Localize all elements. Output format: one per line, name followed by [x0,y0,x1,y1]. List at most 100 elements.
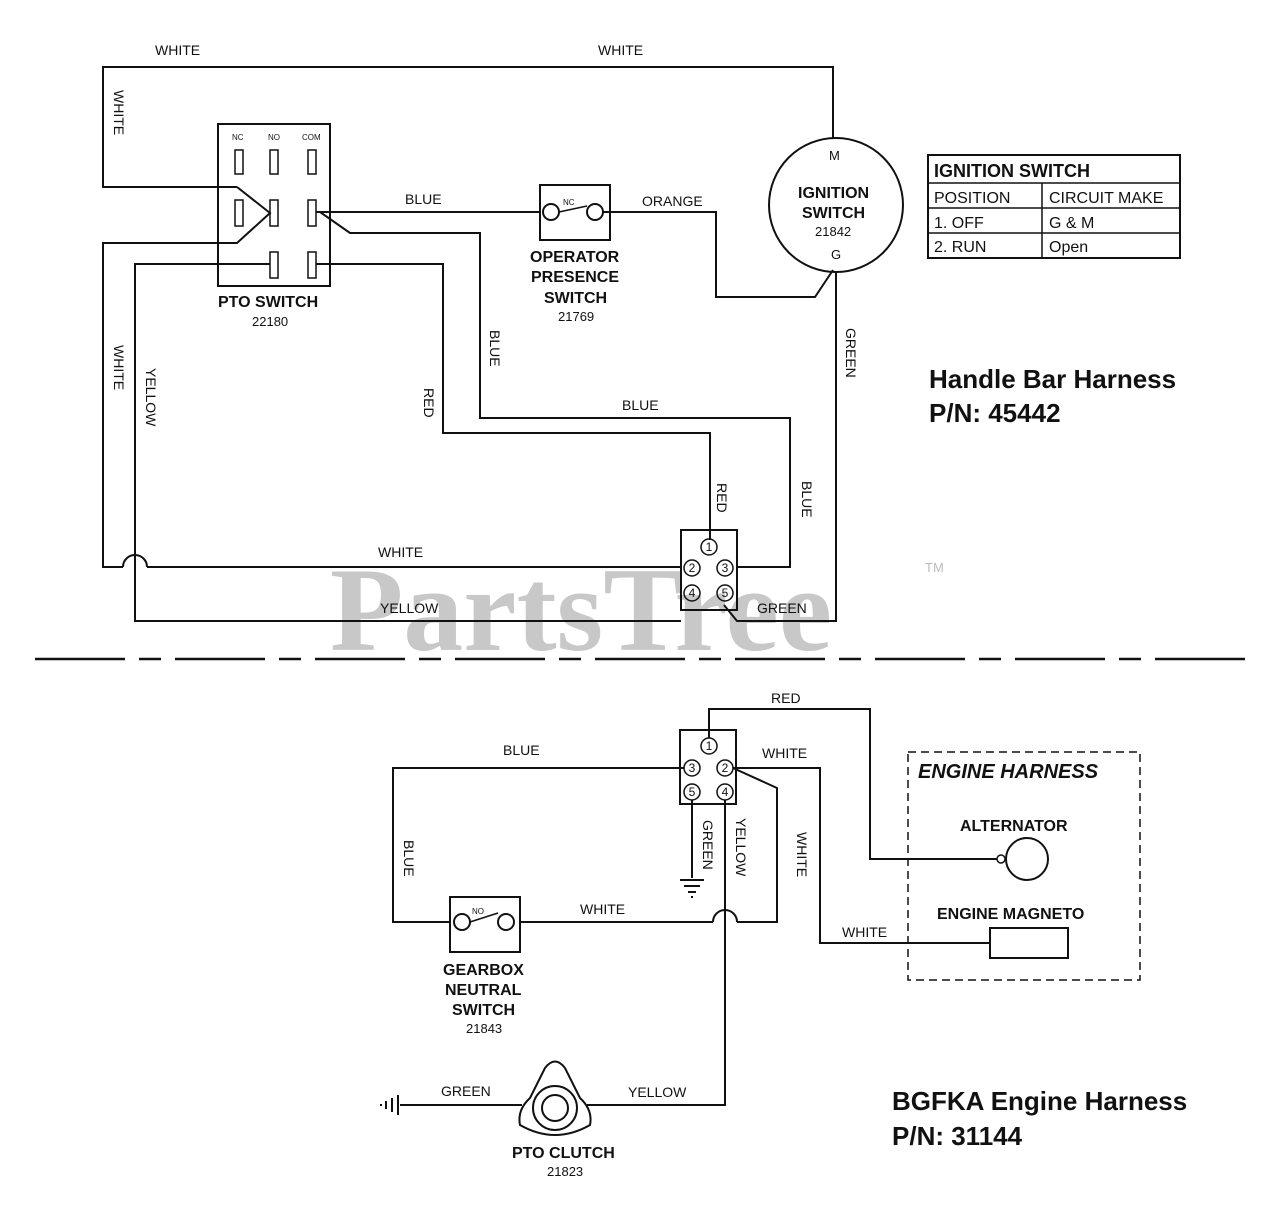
wire-label: WHITE [794,832,810,877]
handlebar-pn: P/N: 45442 [929,398,1061,428]
wire-yellow [134,263,681,622]
table-cell: 2. RUN [934,239,986,256]
ignition-g: G [831,247,841,262]
wire-label: RED [421,388,437,418]
ignition-table: IGNITION SWITCH POSITION CIRCUIT MAKE 1.… [927,154,1181,259]
wire-label: WHITE [378,544,423,560]
wire-label: WHITE [580,901,625,917]
ops-body [539,184,611,241]
engine-pn: P/N: 31144 [892,1121,1023,1151]
wire-green [723,272,837,622]
ignition-m: M [829,148,840,163]
table-border [927,154,1181,259]
pin-label: 3 [722,561,729,575]
watermark: PartsTree [330,543,832,676]
table-header: CIRCUIT MAKE [1049,190,1163,207]
wire-blue [392,767,684,923]
wire-blue-long [319,211,791,568]
engine-harness-box [907,751,1141,981]
wire-label: BLUE [799,481,815,518]
wire-label: BLUE [487,330,503,367]
wire-red [708,708,1000,860]
wire-label: GREEN [757,600,807,616]
wire-label: WHITE [842,924,887,940]
gearbox-switch-body [449,896,521,953]
conn-pin-2 [683,559,701,577]
ops-contact [542,203,560,221]
wire-label: WHITE [762,745,807,761]
ops-part: 21769 [558,309,594,324]
engine-title: BGFKA Engine Harness [892,1086,1187,1116]
pin-label: 4 [722,785,729,799]
pto-com-label: COM [302,133,321,142]
conn-pin-5 [716,584,734,602]
wire-label: YELLOW [733,818,749,877]
wire-white-mag [733,767,990,944]
pto-clutch-body [518,1060,592,1136]
wire-white-top [102,66,834,188]
watermark-tm: TM [925,560,944,575]
wire-label: GREEN [700,820,716,870]
pin-label: 2 [722,761,729,775]
pin-label: 3 [689,761,696,775]
gearbox-no-label: NO [472,907,484,916]
gearbox-lever [469,912,499,923]
gearbox-line1: GEARBOX [443,962,524,979]
wire-label: GREEN [441,1083,491,1099]
table-title: IGNITION SWITCH [934,161,1090,181]
pin-label: 1 [706,540,713,554]
pto-clutch-inner-ring [541,1094,569,1122]
alternator-label: ALTERNATOR [960,818,1068,835]
ops-lever [558,205,588,213]
gearbox-part: 21843 [466,1021,502,1036]
ops-line2: PRESENCE [531,269,619,286]
pto-switch-name: PTO SWITCH [218,294,318,311]
engine-harness: 1 2 3 4 5 NO GEARBOX NEUTRAL SWITCH 2184… [380,690,1187,1179]
wire-label: WHITE [598,42,643,58]
wire-label: GREEN [843,328,859,378]
handlebar-connector [680,529,738,611]
wire-label: ORANGE [642,193,703,209]
gearbox-contact [453,913,471,931]
wire-white-vert [732,767,778,923]
wire-label: RED [771,690,801,706]
table-cell: G & M [1049,215,1094,232]
alternator-symbol [1005,837,1049,881]
wire-label: WHITE [111,345,127,390]
engine-harness-label: ENGINE HARNESS [918,761,1099,783]
handlebar-harness: NC NO COM PTO SWITCH 22180 NC OPERATOR [102,42,1176,622]
ignition-part: 21842 [815,224,851,239]
conn-pin-3 [716,559,734,577]
pto-clutch-part: 21823 [547,1164,583,1179]
pto-terminal [307,199,317,227]
pto-nc-label: NC [232,133,244,142]
pto-clutch-name: PTO CLUTCH [512,1145,615,1162]
ops-contact [586,203,604,221]
ops-line1: OPERATOR [530,249,620,266]
pto-terminal [307,149,317,175]
handlebar-title: Handle Bar Harness [929,364,1176,394]
gearbox-line3: SWITCH [452,1002,515,1019]
gearbox-line2: NEUTRAL [445,982,522,999]
wire-label: RED [714,483,730,513]
ops-nc-label: NC [563,198,575,207]
pin-label: 5 [722,586,729,600]
wire-red [316,263,711,540]
wire-label: BLUE [405,191,442,207]
pto-clutch-outer-ring [532,1085,578,1131]
pin-label: 1 [706,739,713,753]
table-cell: Open [1049,239,1088,256]
gearbox-contact [497,913,515,931]
pto-no-label: NO [268,133,280,142]
wire-label: BLUE [622,397,659,413]
pin-label: 4 [689,586,696,600]
wire-label: WHITE [155,42,200,58]
wire-orange [603,211,834,298]
pto-switch-part: 22180 [252,314,288,329]
pin-label: 5 [689,785,696,799]
magneto-symbol [989,927,1069,959]
wire-label: WHITE [111,90,127,135]
pto-terminal [234,199,244,227]
wire-label: BLUE [503,742,540,758]
